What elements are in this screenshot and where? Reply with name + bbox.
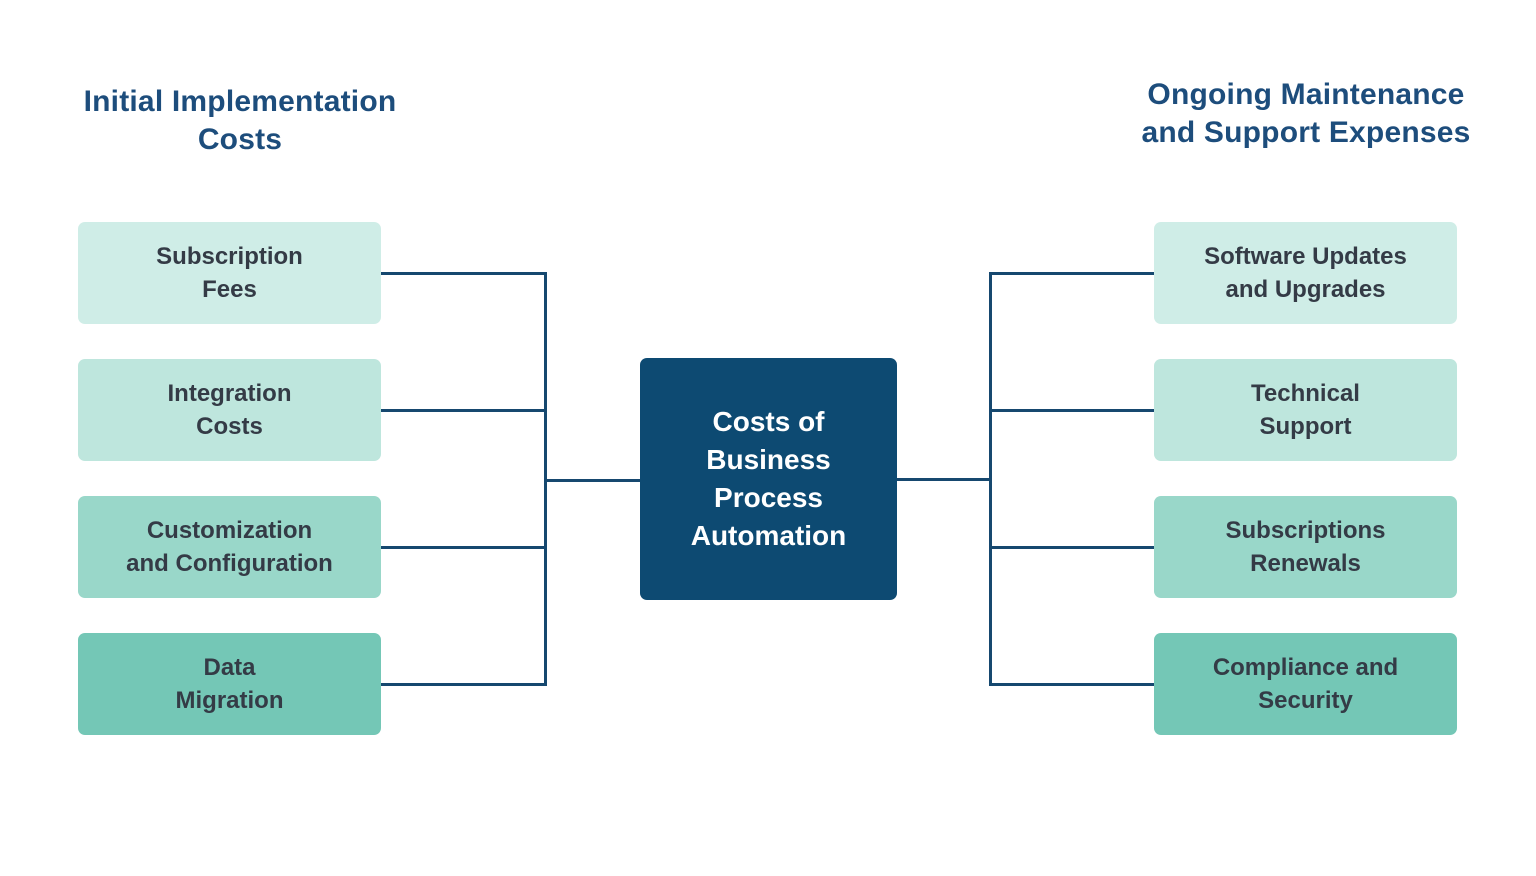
connector-left-branch-3: [381, 546, 547, 549]
connector-right-branch-2: [989, 409, 1156, 412]
node-integration-costs: Integration Costs: [78, 359, 381, 461]
connector-right-to-center: [897, 478, 992, 481]
center-label-line: Costs of: [712, 406, 825, 437]
node-label-line: Renewals: [1250, 550, 1361, 577]
node-label-line: Software Updates: [1204, 243, 1407, 270]
connector-right-branch-3: [989, 546, 1156, 549]
connector-left-branch-4: [381, 683, 547, 686]
right-group-title-line1: Ongoing Maintenance: [1147, 78, 1465, 111]
node-label-line: and Configuration: [126, 550, 333, 577]
center-label-line: Automation: [690, 520, 847, 551]
node-label-line: Data: [203, 654, 256, 681]
node-technical-support: Technical Support: [1154, 359, 1457, 461]
node-data-migration: Data Migration: [78, 633, 381, 735]
node-label-line: Subscription: [156, 243, 303, 270]
node-label-line: Costs: [196, 413, 263, 440]
left-group-title: Initial Implementation Costs: [20, 83, 460, 159]
node-label-line: Customization: [146, 517, 313, 544]
node-center-costs-of-bpa: Costs of Business Process Automation: [640, 358, 897, 600]
center-label-line: Business: [706, 444, 831, 475]
connector-right-branch-4: [989, 683, 1156, 686]
right-group-title-line2: and Support Expenses: [1141, 116, 1471, 149]
node-software-updates-upgrades: Software Updates and Upgrades: [1154, 222, 1457, 324]
node-label-line: Integration: [167, 380, 292, 407]
node-label-line: Compliance and: [1212, 654, 1399, 681]
connector-left-branch-2: [381, 409, 547, 412]
node-label-line: Subscriptions: [1225, 517, 1386, 544]
node-subscription-fees: Subscription Fees: [78, 222, 381, 324]
node-label-line: Technical: [1251, 380, 1360, 407]
right-group-title: Ongoing Maintenance and Support Expenses: [1086, 76, 1526, 152]
node-label-line: and Upgrades: [1225, 276, 1386, 303]
node-label-line: Fees: [202, 276, 257, 303]
node-label-line: Support: [1259, 413, 1352, 440]
node-compliance-security: Compliance and Security: [1154, 633, 1457, 735]
node-customization-configuration: Customization and Configuration: [78, 496, 381, 598]
node-subscriptions-renewals: Subscriptions Renewals: [1154, 496, 1457, 598]
node-label-line: Security: [1258, 687, 1353, 714]
connector-left-to-center: [544, 479, 640, 482]
node-label-line: Migration: [175, 687, 284, 714]
connector-left-branch-1: [381, 272, 547, 275]
left-group-title-line2: Costs: [197, 123, 283, 156]
left-group-title-line1: Initial Implementation: [83, 85, 397, 118]
center-label-line: Process: [714, 482, 823, 513]
connector-right-branch-1: [989, 272, 1156, 275]
